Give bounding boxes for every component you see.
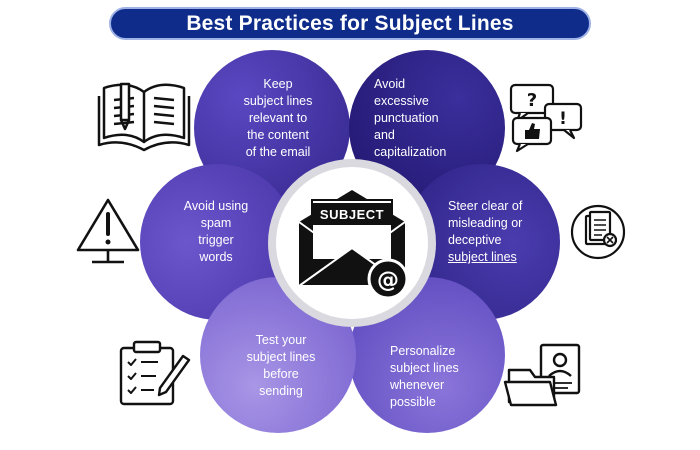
practice-label-personalize: Personalize subject lines whenever possi… xyxy=(390,343,500,411)
clipboard-checklist-icon xyxy=(119,340,191,406)
label-line: Steer clear of xyxy=(448,199,523,213)
svg-text:?: ? xyxy=(527,90,537,111)
label-line: deceptive xyxy=(448,233,502,247)
profile-folder-icon xyxy=(503,343,581,407)
label-line: words xyxy=(199,250,233,264)
label-line: capitalization xyxy=(374,145,447,159)
label-line: and xyxy=(374,128,395,142)
practice-label-test: Test your subject lines before sending xyxy=(226,332,336,400)
label-line: sending xyxy=(259,384,303,398)
label-line: Avoid using xyxy=(183,199,249,213)
label-line: subject lines xyxy=(390,361,459,375)
label-line: spam xyxy=(200,216,232,230)
at-badge xyxy=(367,258,409,300)
at-symbol: @ xyxy=(377,268,399,293)
label-line: subject lines xyxy=(246,350,316,364)
practice-label-steer-clear: Steer clear of misleading or deceptive s… xyxy=(448,198,558,266)
label-line: relevant to xyxy=(248,111,308,125)
label-line: Test your xyxy=(255,333,307,347)
label-line: misleading or xyxy=(448,216,523,230)
svg-text:!: ! xyxy=(559,109,567,129)
document-reject-icon xyxy=(570,204,626,260)
envelope-icon xyxy=(295,190,409,287)
page-title: Best Practices for Subject Lines xyxy=(186,11,514,35)
chat-bubbles-icon: ? ! xyxy=(509,83,583,153)
label-line: subject lines xyxy=(243,94,313,108)
title-banner: Best Practices for Subject Lines xyxy=(109,7,591,40)
label-line: the content xyxy=(247,128,309,142)
label-line: before xyxy=(263,367,299,381)
label-line: trigger xyxy=(198,233,234,247)
book-pencil-icon xyxy=(97,82,191,152)
label-line: whenever xyxy=(390,378,445,392)
label-line: possible xyxy=(390,395,436,409)
label-line: Personalize xyxy=(390,344,456,358)
label-line: Keep xyxy=(263,77,293,91)
label-line: Avoid xyxy=(374,77,406,91)
label-line: punctuation xyxy=(374,111,439,125)
practice-label-avoid-punctuation: Avoid excessive punctuation and capitali… xyxy=(374,76,484,161)
warning-sign-icon xyxy=(76,198,140,264)
label-line: subject lines xyxy=(448,250,517,264)
practice-label-keep-relevant: Keep subject lines relevant to the conte… xyxy=(223,76,333,161)
label-line: of the email xyxy=(245,145,311,159)
practice-label-avoid-spam: Avoid using spam trigger words xyxy=(166,198,266,266)
envelope-subject-text: SUBJECT xyxy=(320,207,384,222)
label-line: excessive xyxy=(374,94,429,108)
